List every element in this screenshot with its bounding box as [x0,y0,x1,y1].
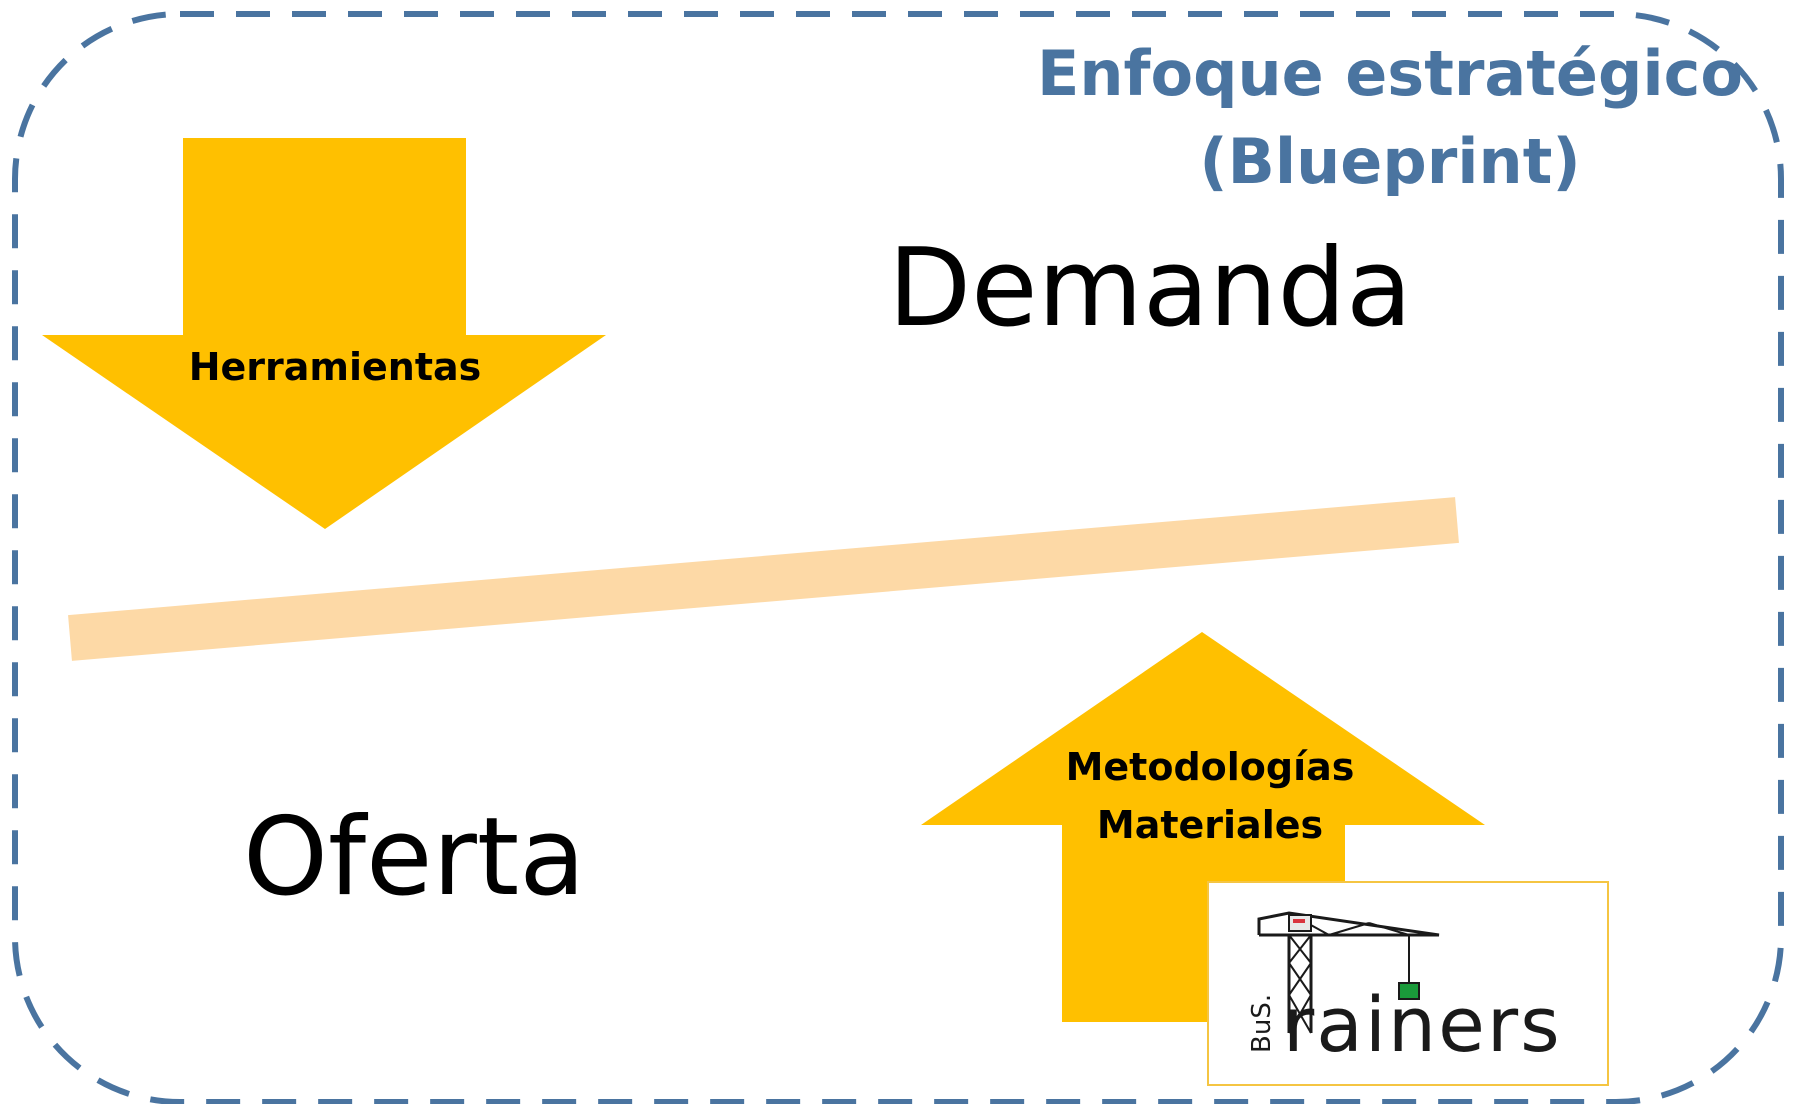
up-arrow-label-line-2: Materiales [1096,803,1324,847]
logo-trainers-text: rainers [1283,980,1562,1069]
title-line-1: Enfoque estratégico [1037,37,1743,110]
demanda-label: Demanda [888,226,1413,351]
logo-bus-prefix: BuS. [1247,993,1277,1053]
down-arrow [42,138,606,529]
oferta-label: Oferta [243,795,586,920]
bus-trainers-logo: BuS. rainers [1207,881,1609,1086]
down-arrow-label: Herramientas [188,345,482,389]
page-title: Enfoque estratégico (Blueprint) [1030,30,1750,206]
balance-bar [68,497,1459,661]
up-arrow-label: Metodologías Materiales [1000,738,1420,854]
up-arrow-label-line-1: Metodologías [1065,745,1355,789]
crane-icon [1257,911,1440,1034]
dashed-frame [12,11,1784,1104]
title-line-2: (Blueprint) [1199,125,1581,198]
